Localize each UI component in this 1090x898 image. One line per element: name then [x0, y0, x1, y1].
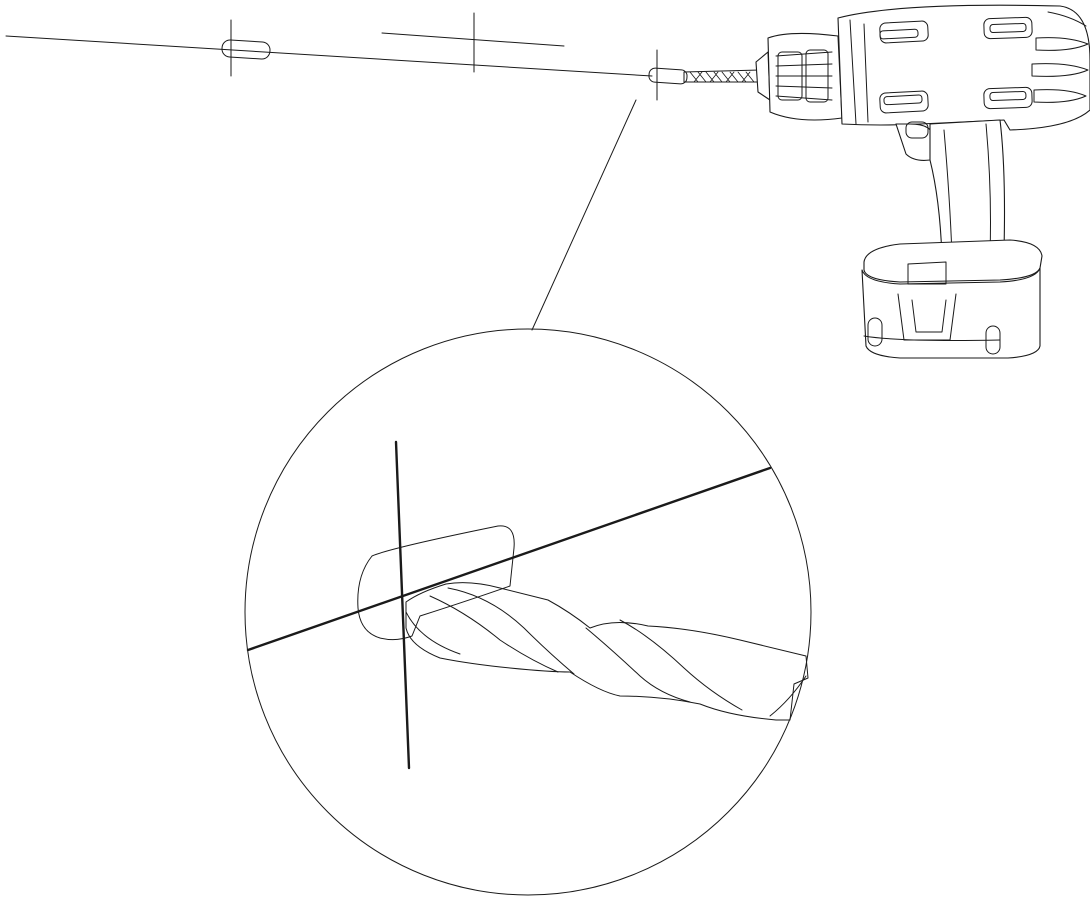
drill-mark-left: [221, 19, 271, 77]
zoom-vertical-line: [394, 440, 411, 770]
drill-mark-middle: [381, 12, 565, 73]
drill-bit-small: [683, 69, 761, 83]
zoom-level-line: [246, 466, 772, 652]
magnifier-detail-icon: [244, 328, 812, 896]
drill-mark-right: [648, 49, 688, 101]
power-drill-icon: [755, 4, 1090, 359]
level-guide-line: [5, 35, 653, 77]
leader-line: [531, 99, 637, 331]
